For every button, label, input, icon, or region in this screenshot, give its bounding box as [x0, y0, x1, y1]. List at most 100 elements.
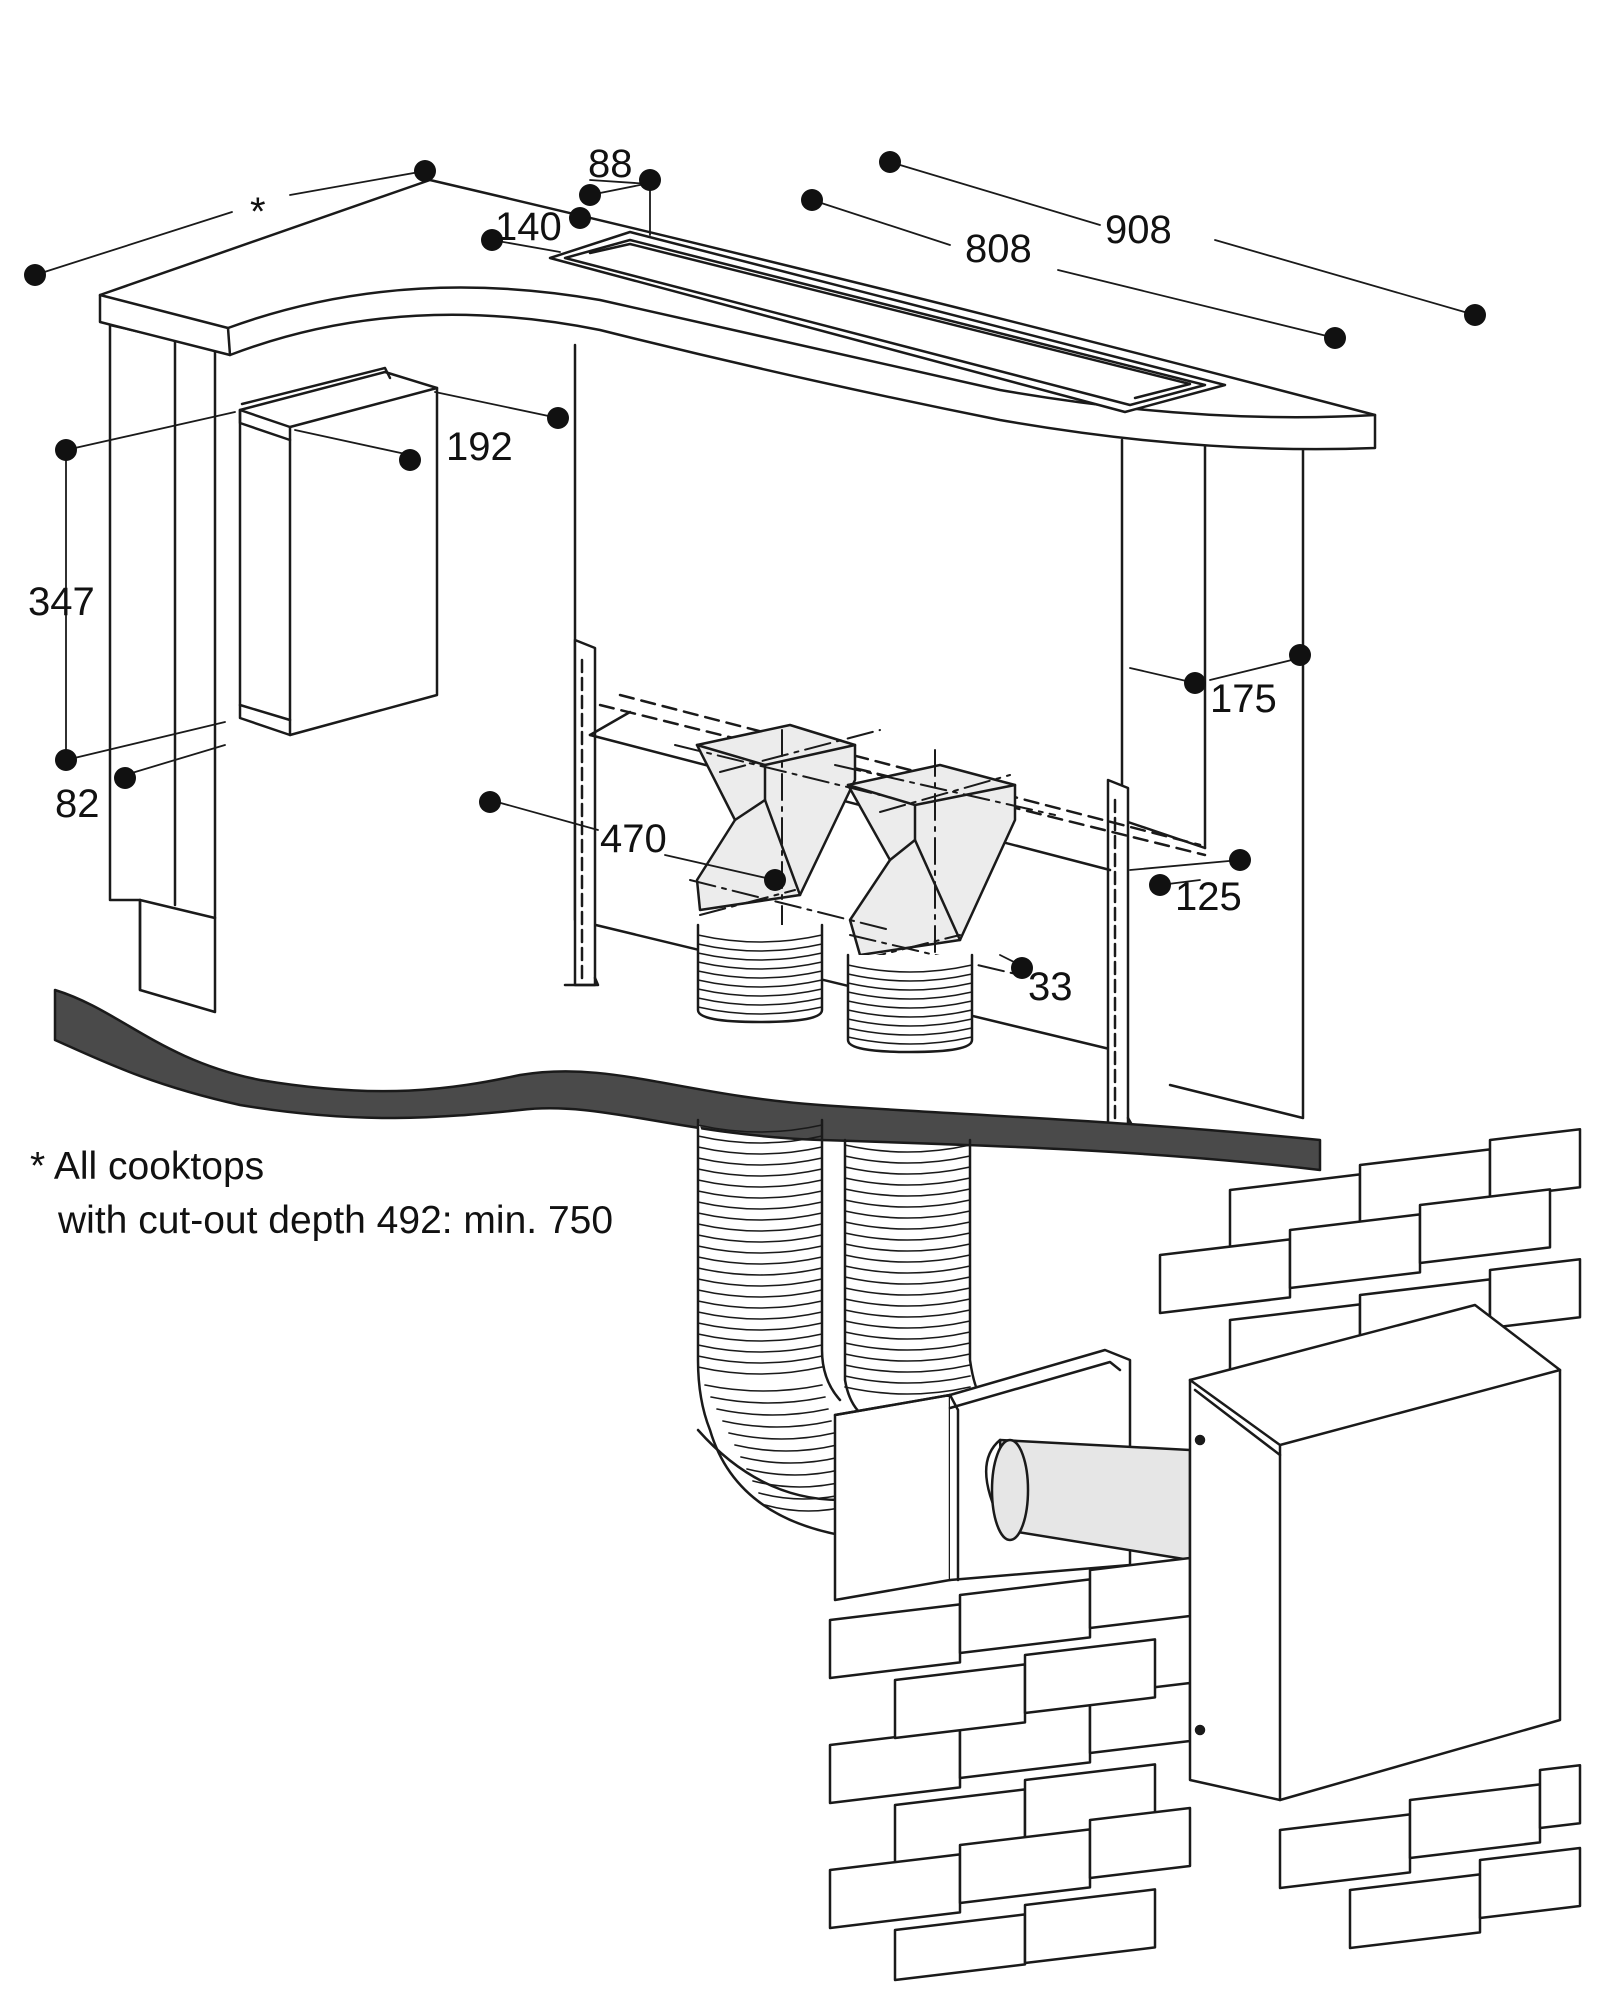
- duct-rib: [697, 1322, 823, 1331]
- duct-rib: [697, 1212, 823, 1221]
- duct-rib: [844, 1353, 971, 1362]
- outlet-transition-left: [695, 723, 857, 912]
- duct-rib: [697, 1278, 823, 1287]
- duct-rib: [697, 1157, 823, 1166]
- duct-rib: [844, 1320, 971, 1329]
- duct-rib: [697, 1223, 823, 1232]
- brick: [1023, 1638, 1157, 1715]
- floor-cut-band: [53, 988, 1322, 1172]
- duct-rib: [844, 1166, 971, 1175]
- dimension-lines: [34, 161, 1476, 966]
- footnote-line-1: * All cooktops: [30, 1145, 265, 1188]
- duct-rib: [697, 1245, 823, 1254]
- brick: [1488, 1257, 1582, 1330]
- duct-rib: [844, 1254, 971, 1263]
- duct-rib: [697, 1267, 823, 1276]
- dim-140: 140: [495, 205, 562, 249]
- duct-rib: [697, 1135, 823, 1144]
- duct-rib: [844, 1188, 971, 1197]
- duct-rib: [728, 1432, 835, 1440]
- brick: [828, 1603, 962, 1680]
- brick: [1488, 1127, 1582, 1200]
- duct-rib: [697, 1201, 823, 1210]
- brick: [1023, 1888, 1157, 1965]
- dim-175: 175: [1210, 677, 1277, 721]
- duct-rib: [697, 1234, 823, 1243]
- duct-rib: [697, 1355, 823, 1364]
- center-lines: [674, 729, 1056, 976]
- dim-470: 470: [600, 817, 667, 861]
- support-rail-left: [563, 638, 600, 987]
- brick: [893, 1913, 1027, 1982]
- duct-rib: [722, 1420, 832, 1428]
- duct-rib: [847, 973, 973, 982]
- fan-module: [238, 366, 439, 737]
- brick: [958, 1578, 1092, 1655]
- duct-ribs: [697, 934, 973, 1512]
- duct-rib: [847, 1036, 973, 1045]
- downdraft-vent-slot: [548, 230, 1227, 414]
- duct-rib: [697, 1366, 823, 1375]
- duct-rib: [844, 1287, 971, 1296]
- brick: [1278, 1813, 1412, 1890]
- duct-rib: [697, 1300, 823, 1309]
- duct-rib: [697, 1344, 823, 1353]
- brick: [1348, 1873, 1482, 1950]
- dim-192: 192: [446, 425, 513, 469]
- dim-908: 908: [1105, 208, 1172, 252]
- duct-rib: [844, 1276, 971, 1285]
- brick: [1088, 1556, 1192, 1630]
- duct-rib: [844, 1375, 971, 1384]
- duct-rib: [847, 991, 973, 1000]
- duct-rib: [697, 1256, 823, 1265]
- brick: [1288, 1213, 1422, 1290]
- duct-rib: [697, 1168, 823, 1177]
- duct-rib: [697, 1289, 823, 1298]
- dim-808: 808: [965, 227, 1032, 271]
- outlet-transition-right: [846, 763, 1017, 957]
- brick: [1088, 1806, 1192, 1880]
- duct-rib: [844, 1221, 971, 1230]
- duct-rib: [847, 964, 973, 973]
- brick: [828, 1728, 962, 1805]
- duct-rib: [746, 1468, 844, 1476]
- dim-88: 88: [588, 142, 633, 186]
- duct-rib: [697, 934, 823, 943]
- duct-rib: [844, 1232, 971, 1241]
- dimension-labels: * 88 140 808 908 192 347 82 175 470 125 …: [28, 142, 1277, 1009]
- support-rail-right: [1096, 778, 1134, 1127]
- duct-rib: [844, 1364, 971, 1373]
- brick: [893, 1663, 1027, 1740]
- duct-rib: [844, 1386, 971, 1395]
- duct-rib: [847, 982, 973, 991]
- exterior-wall-box: [1188, 1303, 1562, 1802]
- duct-rib: [844, 1309, 971, 1318]
- duct-rib: [847, 1027, 973, 1036]
- duct-rib: [704, 1384, 823, 1392]
- duct-rib: [844, 1331, 971, 1340]
- duct-rib: [697, 997, 823, 1006]
- duct-rib: [697, 1146, 823, 1155]
- dim-star: *: [250, 190, 266, 234]
- brick: [1418, 1188, 1552, 1265]
- duct-rib: [697, 1311, 823, 1320]
- duct-rib: [844, 1199, 971, 1208]
- duct-rib: [847, 1009, 973, 1018]
- duct-rib: [697, 943, 823, 952]
- duct-rib: [697, 1006, 823, 1015]
- brick: [1408, 1783, 1542, 1860]
- footnote-line-2: with cut-out depth 492: min. 750: [58, 1199, 614, 1242]
- duct-rib: [697, 988, 823, 997]
- duct-rib: [697, 1124, 823, 1133]
- wall-connector-box: [833, 1348, 1192, 1602]
- duct-rib: [844, 1265, 971, 1274]
- duct-rib: [697, 1179, 823, 1188]
- duct-rib: [844, 1210, 971, 1219]
- dim-82: 82: [55, 782, 100, 826]
- brick: [828, 1853, 962, 1930]
- duct-rib: [844, 1144, 971, 1153]
- duct-rib: [844, 1342, 971, 1351]
- duct-rib: [844, 1155, 971, 1164]
